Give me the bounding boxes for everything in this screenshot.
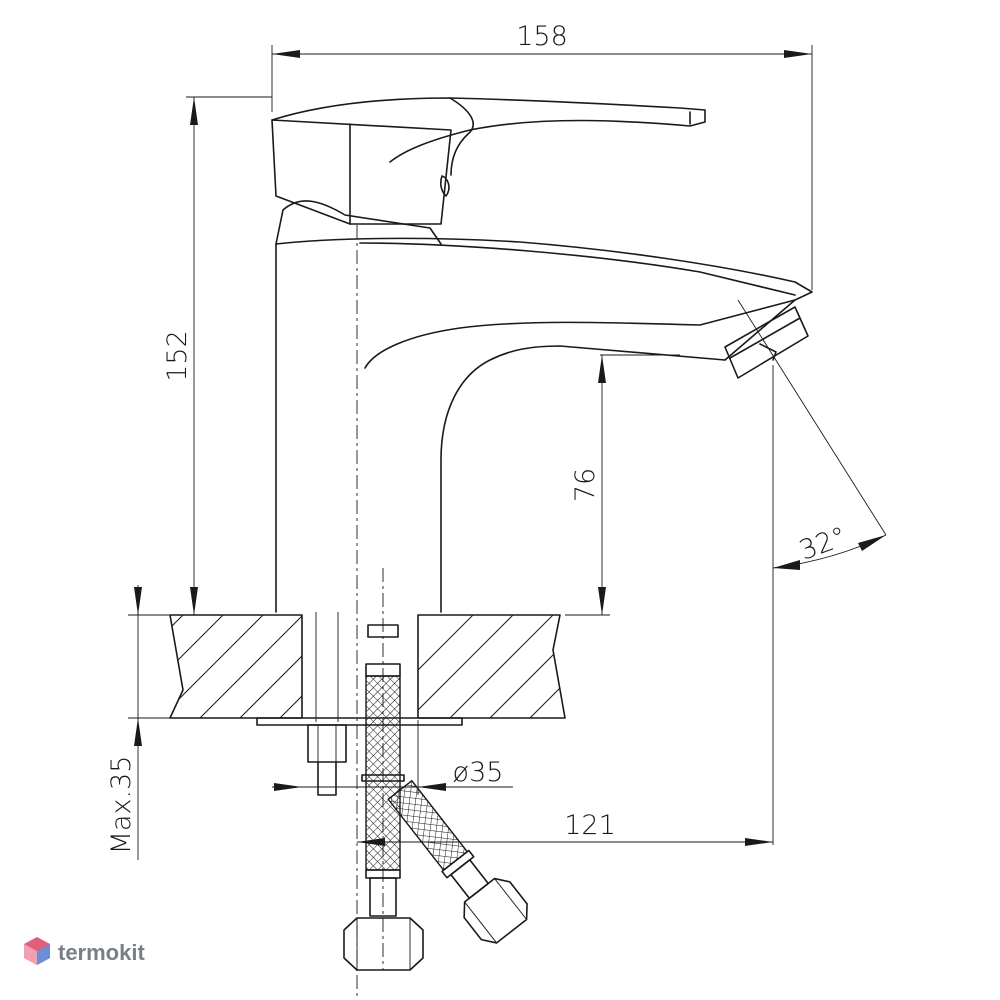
- aerator: [724, 306, 809, 379]
- lever-handle: [271, 97, 706, 225]
- dimension-spout-height-label: 76: [570, 468, 601, 502]
- dimension-spout-height: 76: [565, 354, 680, 616]
- dimension-height-label: 152: [162, 330, 193, 382]
- dimension-reach: 121: [357, 810, 773, 846]
- dimension-angle: 32°: [737, 299, 887, 845]
- brand-logo-text: termokit: [58, 940, 145, 965]
- brand-logo: termokit: [24, 937, 145, 965]
- mounting-stud: [307, 612, 347, 796]
- brand-logo-icon: [24, 937, 50, 965]
- dimension-hole-label: ø35: [453, 757, 504, 788]
- faucet-body: [275, 200, 813, 613]
- supply-hoses: [343, 568, 528, 971]
- dimension-counter-thickness-label: Max.35: [106, 756, 137, 855]
- dimension-width: 158: [271, 21, 813, 290]
- dimension-counter-thickness: Max.35: [106, 585, 170, 860]
- countertop-section: [169, 614, 566, 726]
- dimension-hole: ø35: [272, 720, 513, 795]
- dimension-reach-label: 121: [564, 810, 616, 841]
- dimension-angle-label: 32°: [795, 521, 851, 566]
- dimension-height: 152: [162, 96, 272, 615]
- dimension-width-label: 158: [516, 21, 568, 52]
